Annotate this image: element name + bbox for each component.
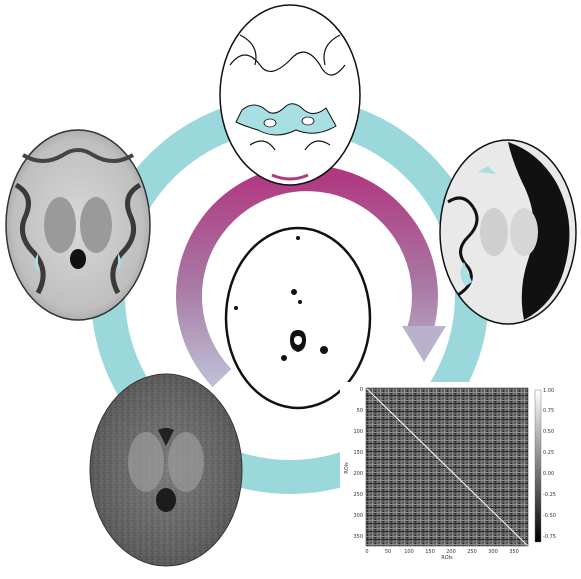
panel-bottom-left-t1-brain: [89, 373, 243, 567]
colorbar-tick-5: -0.25: [543, 492, 556, 498]
panel-right-cortex-segmentation: [439, 139, 577, 325]
y-tick-0: 0: [360, 387, 363, 393]
x-tick-4: 200: [446, 549, 456, 555]
x-tick-5: 250: [467, 549, 477, 555]
y-tick-6: 300: [353, 513, 363, 519]
matrix-x-ticks: 0 50 100 150 200 250 300 350: [365, 549, 518, 555]
x-tick-2: 100: [404, 549, 414, 555]
y-tick-2: 100: [353, 429, 363, 435]
x-tick-7: 350: [509, 549, 519, 555]
colorbar-ticks: 1.00 0.75 0.50 0.25 0.00 -0.25 -0.50 -0.…: [543, 388, 556, 540]
y-tick-3: 150: [353, 450, 363, 456]
colorbar-tick-4: 0.00: [543, 471, 554, 477]
colorbar-tick-2: 0.50: [543, 429, 554, 435]
x-tick-6: 300: [488, 549, 498, 555]
arrowhead-icon: [402, 326, 446, 362]
panel-left-gray-white-brain: [5, 129, 151, 321]
colorbar-tick-1: 0.75: [543, 408, 554, 414]
x-tick-1: 50: [385, 549, 391, 555]
matrix-diagonal: [365, 387, 529, 547]
colorbar-tick-3: 0.25: [543, 450, 554, 456]
x-tick-0: 0: [365, 549, 368, 555]
matrix-y-ticks: 0 50 100 150 200 250 300 350: [353, 387, 363, 540]
colorbar-tick-7: -0.75: [543, 534, 556, 540]
matrix-colorbar: [534, 389, 542, 543]
panel-connectivity-matrix: 0 50 100 150 200 250 300 350 ROIs 0 50 1…: [340, 382, 556, 561]
y-tick-7: 350: [353, 534, 363, 540]
y-tick-5: 250: [353, 492, 363, 498]
y-tick-4: 200: [353, 471, 363, 477]
matrix-x-axis-label: ROIs: [441, 555, 453, 561]
x-tick-3: 150: [425, 549, 435, 555]
y-tick-1: 50: [357, 408, 363, 414]
panel-center-brain-mask: [224, 226, 372, 410]
panel-top-outline-brain: [219, 4, 361, 186]
colorbar-tick-6: -0.50: [543, 513, 556, 519]
matrix-y-axis-label: ROIs: [344, 462, 350, 474]
csf-region: [235, 103, 337, 136]
colorbar-tick-0: 1.00: [543, 388, 554, 394]
